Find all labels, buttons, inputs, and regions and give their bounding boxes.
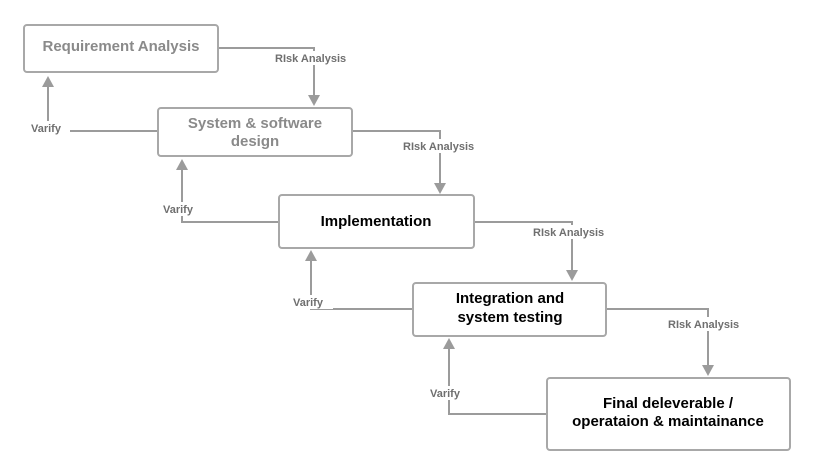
risk-label-1: RIsk Analysis <box>275 53 346 65</box>
box-label-system-design-line2: design <box>231 133 279 150</box>
risk-label-3: RIsk Analysis <box>533 227 604 239</box>
risk-connector-1 <box>218 47 315 98</box>
risk-label-4: RIsk Analysis <box>668 319 739 331</box>
verify-label-1: Varify <box>31 123 62 135</box>
box-label-implementation: Implementation <box>321 213 432 230</box>
risk-connector-4 <box>606 308 709 368</box>
box-label-system-design-line1: System & software <box>188 115 322 132</box>
risk-arrowhead-2 <box>434 183 446 194</box>
box-system-software-design: System & software design <box>157 107 353 157</box>
risk-arrowhead-4 <box>702 365 714 376</box>
box-label-integration-line2: system testing <box>457 309 562 326</box>
box-implementation: Implementation <box>278 194 475 249</box>
box-integration-testing: Integration and system testing <box>412 282 607 337</box>
box-label-final-line2: operataion & maintainance <box>572 413 764 430</box>
verify-connector-4 <box>448 346 547 415</box>
risk-connector-2 <box>352 130 441 186</box>
verify-arrowhead-4 <box>443 338 455 349</box>
risk-label-2: RIsk Analysis <box>403 141 474 153</box>
box-final-deliverable: Final deleverable / operataion & maintai… <box>546 377 791 451</box>
risk-arrowhead-1 <box>308 95 320 106</box>
verify-label-3: Varify <box>293 297 324 309</box>
box-label-integration-line1: Integration and <box>456 290 564 307</box>
box-requirement-analysis: Requirement Analysis <box>23 24 219 73</box>
box-label-requirement-analysis: Requirement Analysis <box>43 38 200 55</box>
verify-label-2: Varify <box>163 204 194 216</box>
risk-arrowhead-3 <box>566 270 578 281</box>
verify-arrowhead-1 <box>42 76 54 87</box>
box-label-final-line1: Final deleverable / <box>603 395 734 412</box>
verify-label-4: Varify <box>430 388 461 400</box>
verify-arrowhead-2 <box>176 159 188 170</box>
verify-connector-2 <box>181 167 279 223</box>
risk-connector-3 <box>474 221 573 273</box>
verify-arrowhead-3 <box>305 250 317 261</box>
